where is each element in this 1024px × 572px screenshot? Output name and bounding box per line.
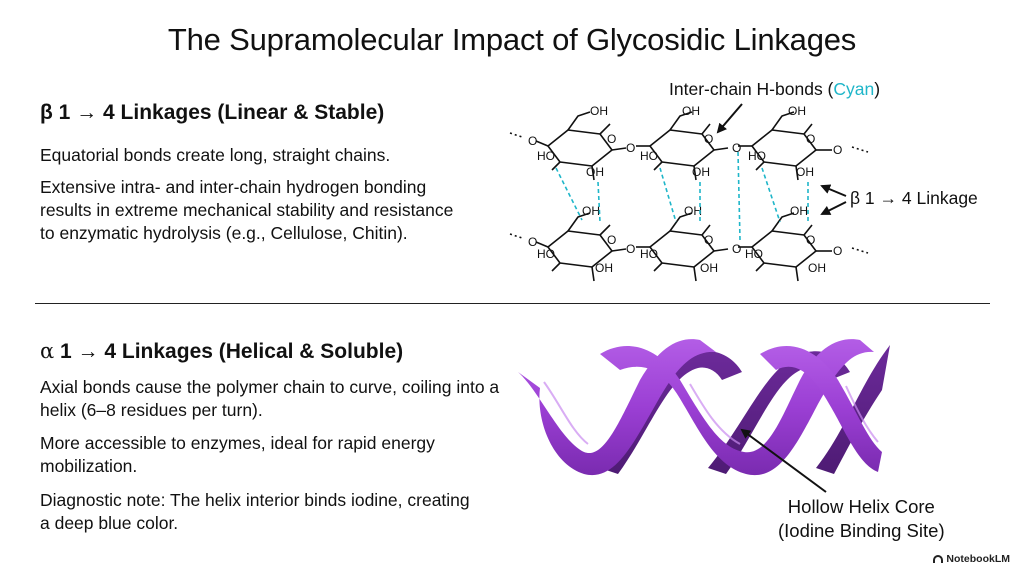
brand-watermark: NotebookLM [933,553,1010,565]
alpha-paragraph-2: More accessible to enzymes, ideal for ra… [40,433,435,476]
atom-label: OH [582,204,600,218]
hbond-line [737,151,741,241]
hbond-callout-arrow [716,103,743,134]
atom-label: O [607,233,616,247]
hbonds-label: Inter-chain H-bonds (Cyan) [669,79,881,99]
linkage-callout-arrow [820,184,847,197]
hbonds-color-word: Cyan [833,79,875,99]
atom-label: O [833,143,842,157]
atom-label: OH [684,204,702,218]
alpha-paragraph-1: Axial bonds cause the polymer chain to c… [40,377,500,420]
atom-label: OH [788,104,806,118]
atom-label: OH [590,104,608,118]
atom-label: O [704,233,713,247]
lower-chain [509,212,869,282]
helix-back-strand [708,351,850,474]
atom-label: OH [682,104,700,118]
helix-core-label: Hollow Helix Core (Iodine Binding Site) [778,496,945,541]
atom-label: O [732,141,741,155]
alpha-paragraph-3: Diagnostic note: The helix interior bind… [40,490,470,533]
hbond-line [659,167,677,223]
beta-paragraph-1: Equatorial bonds create long, straight c… [40,145,391,165]
atom-label: OH [595,261,613,275]
lower-atom-labels: OH O O HO OH O OH O HO OH O OH O HO OH O [528,204,842,275]
alpha-symbol: α [40,339,55,363]
atom-label: HO [537,149,555,163]
brand-name: NotebookLM [946,553,1010,565]
atom-label: HO [745,247,763,261]
atom-label: O [833,244,842,258]
atom-label: O [806,233,815,247]
atom-label: HO [640,149,658,163]
page-title: The Supramolecular Impact of Glycosidic … [167,22,857,57]
amylose-helix-diagram [518,339,890,476]
hydrogen-bonds [555,151,809,241]
atom-label: OH [790,204,808,218]
atom-label: OH [796,165,814,179]
section-divider [35,303,990,304]
beta-paragraph-2: Extensive intra- and inter-chain hydroge… [40,177,454,243]
hbond-line [555,167,583,221]
upper-chain [509,111,869,181]
alpha-heading-text: 1 → 4 Linkages (Helical & Soluble) [60,340,404,363]
atom-label: O [704,132,713,146]
linkage-callout-arrow [820,201,847,215]
helix-back-strand [600,351,742,474]
atom-label: O [528,235,537,249]
atom-label: OH [808,261,826,275]
atom-label: O [732,242,741,256]
atom-label: OH [700,261,718,275]
atom-label: HO [537,247,555,261]
atom-label: OH [692,165,710,179]
alpha-heading: α 1 → 4 Linkages (Helical & Soluble) [40,339,403,364]
notebooklm-logo-icon [933,555,944,563]
beta-symbol: β [40,101,53,124]
atom-label: O [528,134,537,148]
linkage-label: β 1 → 4 Linkage [850,188,978,208]
beta-heading: β 1 → 4 Linkages (Linear & Stable) [40,101,384,125]
atom-label: O [626,141,635,155]
glucose-ring [547,129,613,167]
atom-label: HO [748,149,766,163]
cellulose-chain-diagram [509,111,869,282]
hbond-line [761,167,781,223]
atom-label: HO [640,247,658,261]
beta-heading-text: 1 → 4 Linkages (Linear & Stable) [58,101,385,124]
atom-label: O [806,132,815,146]
beta-callout-arrows [716,103,847,215]
upper-atom-labels: OH O O HO OH O OH O HO OH O OH O HO OH O [528,104,842,179]
helix-core-callout-arrow [740,428,827,493]
atom-label: OH [586,165,604,179]
atom-label: O [626,242,635,256]
helix-front-strand [760,346,882,472]
atom-label: O [607,132,616,146]
